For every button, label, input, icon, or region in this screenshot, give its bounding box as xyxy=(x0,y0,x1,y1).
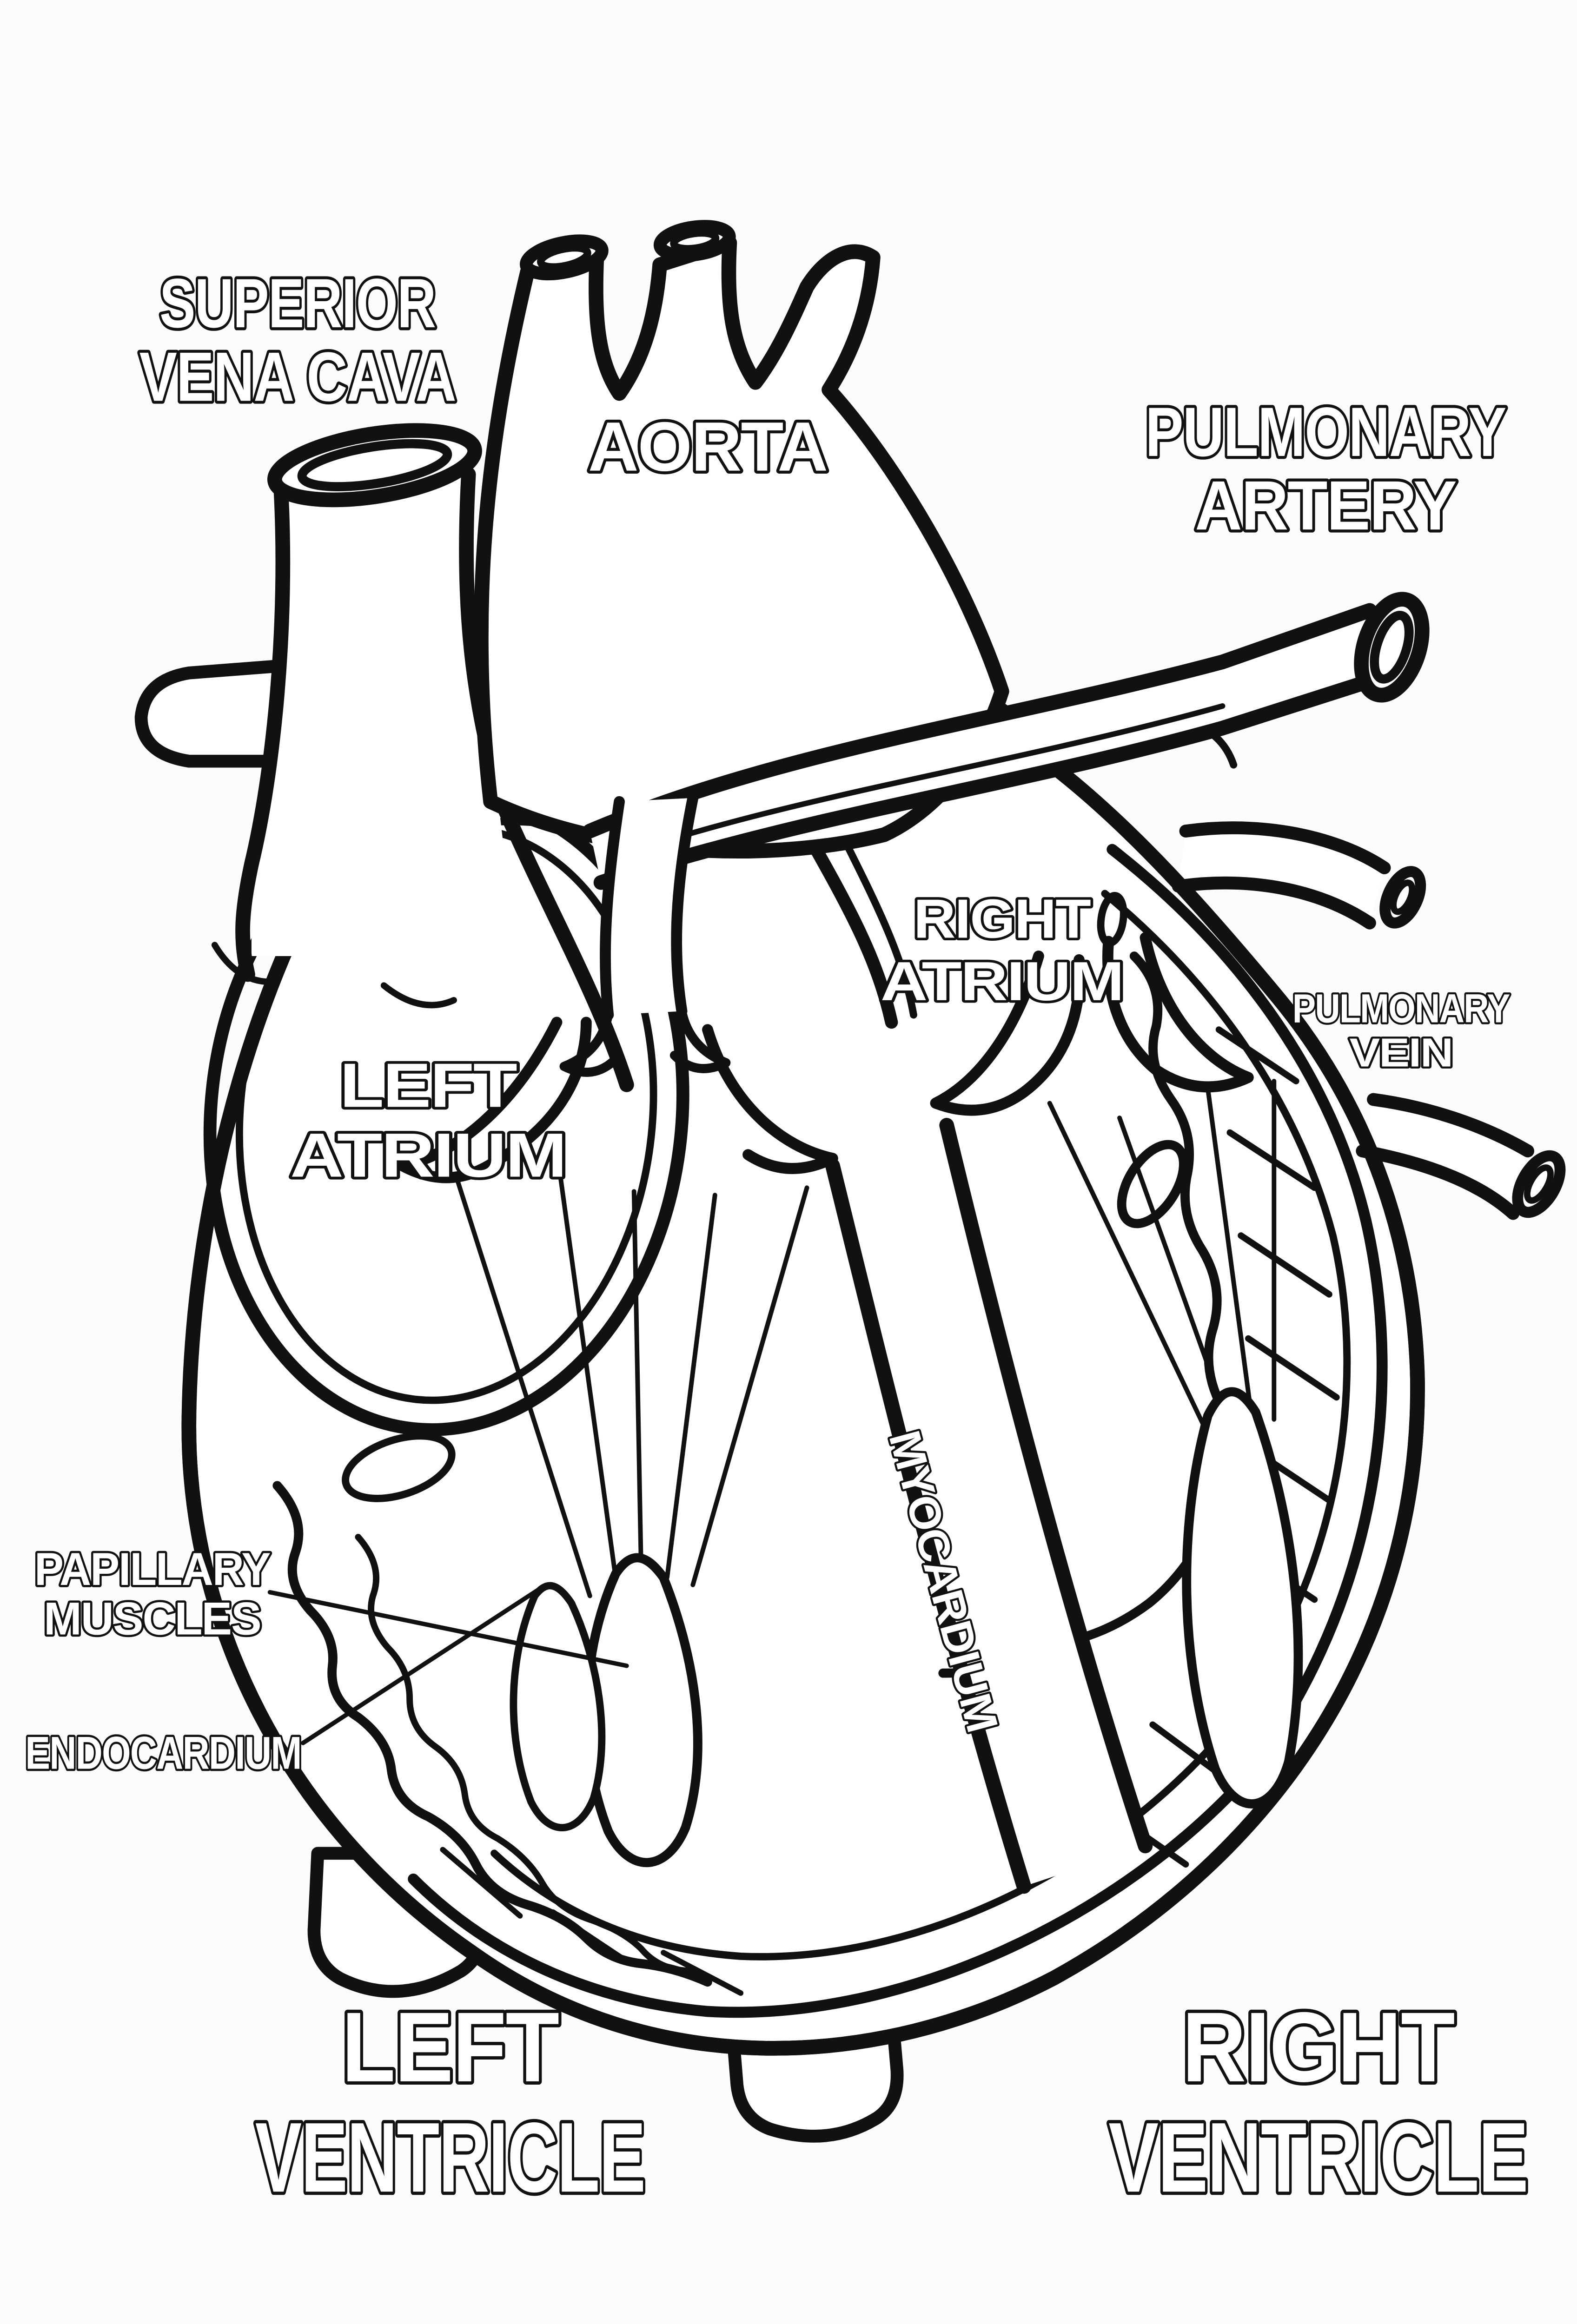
tricuspid-valve xyxy=(930,932,1254,1116)
label-superior-vena-cava: SUPERIOR xyxy=(159,264,435,342)
labels: SUPERIOR VENA CAVA AORTA PULMONARY ARTER… xyxy=(23,261,1532,2217)
label-right-ventricle-2: VENTRICLE xyxy=(1108,2102,1528,2213)
label-superior-vena-cava-2: VENA CAVA xyxy=(139,337,456,416)
label-right-ventricle: RIGHT xyxy=(1182,1992,1455,2103)
label-aorta: AORTA xyxy=(588,408,827,486)
label-pulmonary-artery-2: ARTERY xyxy=(1195,466,1456,544)
atrium-vein-openings xyxy=(1097,891,1188,1228)
pulmonary-artery-shape xyxy=(582,592,1430,890)
pulmonary-vein-shapes xyxy=(1172,821,1566,1220)
label-papillary-muscles-2: MUSCLES xyxy=(44,1593,261,1644)
label-pulmonary-vein: PULMONARY xyxy=(1292,986,1510,1031)
label-left-ventricle-2: VENTRICLE xyxy=(255,2102,645,2213)
myocardium-band xyxy=(825,1118,1153,1894)
label-left-atrium-2: ATRIUM xyxy=(290,1120,566,1190)
superior-vena-cava-shape xyxy=(134,423,634,1092)
leader-line-endocardium xyxy=(300,1583,548,1745)
mitral-valve xyxy=(397,1017,838,1183)
label-right-atrium: RIGHT xyxy=(914,888,1091,950)
heart-outer-wall xyxy=(181,765,1425,2056)
leader-line-papillary xyxy=(267,1590,629,1668)
label-endocardium: ENDOCARDIUM xyxy=(25,1727,301,1778)
label-left-atrium: LEFT xyxy=(340,1050,517,1120)
label-left-ventricle: LEFT xyxy=(342,1992,559,2103)
label-pulmonary-vein-2: VEIN xyxy=(1349,1030,1452,1075)
label-papillary-muscles: PAPILLARY xyxy=(34,1543,270,1595)
label-pulmonary-artery: PULMONARY xyxy=(1145,393,1505,471)
label-right-atrium-2: ATRIUM xyxy=(881,951,1123,1012)
trabeculae xyxy=(440,1847,744,1996)
aortic-root-band xyxy=(559,792,731,1077)
